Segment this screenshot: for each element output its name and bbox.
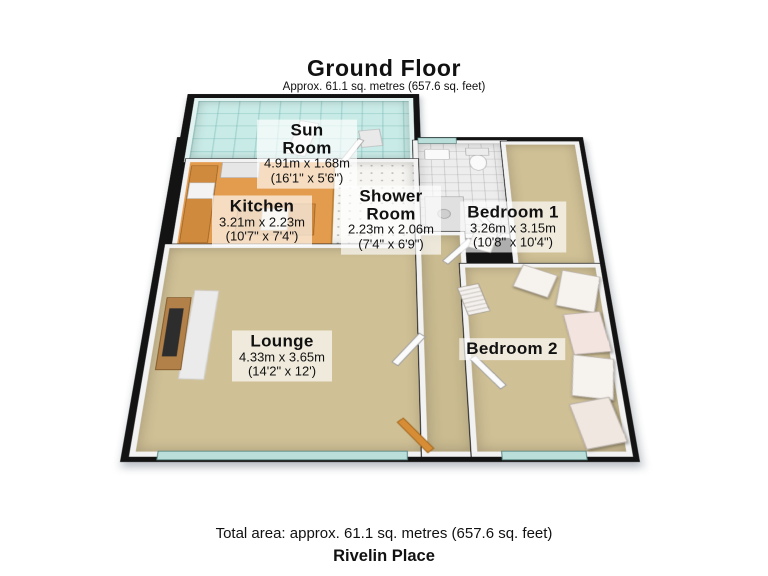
wardrobe xyxy=(512,264,558,298)
sun-room-table xyxy=(358,128,384,148)
room-dimensions-imperial: (14'2" x 12') xyxy=(247,363,317,379)
room-label-kitchen: Kitchen 3.21m x 2.23m (10'7" x 7'4") xyxy=(212,195,312,247)
room-name: Bedroom 1 xyxy=(467,202,559,222)
room-label-lounge: Lounge 4.33m x 3.65m (14'2" x 12') xyxy=(232,330,332,382)
kitchen-cooker xyxy=(220,162,261,178)
room-dimensions-imperial: (10'7" x 7'4") xyxy=(225,228,299,244)
room-name: Sun xyxy=(290,120,324,140)
window-bedroom-2-front xyxy=(501,450,588,461)
room-name: Kitchen xyxy=(229,196,295,216)
room-dimensions-metric: 4.33m x 3.65m xyxy=(239,349,325,365)
room-label-bedroom-2: Bedroom 2 xyxy=(459,338,565,360)
toilet xyxy=(468,154,488,171)
room-name: Room xyxy=(366,204,416,224)
room-dimensions-imperial: (16'1" x 5'6") xyxy=(270,170,344,186)
room-label-bedroom-1: Bedroom 1 3.26m x 3.15m (10'8" x 10'4") xyxy=(460,201,566,253)
wardrobe xyxy=(568,396,628,450)
floorplan-3d-view xyxy=(120,94,640,462)
total-area-text: Total area: approx. 61.1 sq. metres (657… xyxy=(215,525,553,542)
room-dimensions-metric: 4.91m x 1.68m xyxy=(264,155,350,171)
wardrobe xyxy=(571,354,615,401)
room-name: Room xyxy=(282,138,332,158)
wash-basin xyxy=(424,148,451,160)
room-name: Lounge xyxy=(250,331,314,351)
room-dimensions-metric: 2.23m x 2.06m xyxy=(348,221,434,237)
window-lounge-front xyxy=(156,450,408,461)
page-title: Ground Floor xyxy=(306,55,462,81)
window-shower-room xyxy=(417,137,457,144)
property-name: Rivelin Place xyxy=(333,547,435,565)
room-label-sun-room: Sun Room 4.91m x 1.68m (16'1" x 5'6") xyxy=(257,119,357,189)
room-label-shower-room: Shower Room 2.23m x 2.06m (7'4" x 6'9") xyxy=(341,185,441,255)
wardrobe xyxy=(562,311,613,355)
room-dimensions-imperial: (7'4" x 6'9") xyxy=(358,236,424,252)
room-dimensions-metric: 3.26m x 3.15m xyxy=(470,220,556,236)
room-name: Bedroom 2 xyxy=(466,339,558,359)
page-subtitle: Approx. 61.1 sq. metres (657.6 sq. feet) xyxy=(282,81,486,93)
wardrobe xyxy=(555,269,601,313)
room-dimensions-imperial: (10'8" x 10'4") xyxy=(473,234,553,250)
room-dimensions-metric: 3.21m x 2.23m xyxy=(219,214,305,230)
room-name: Shower xyxy=(359,186,423,206)
